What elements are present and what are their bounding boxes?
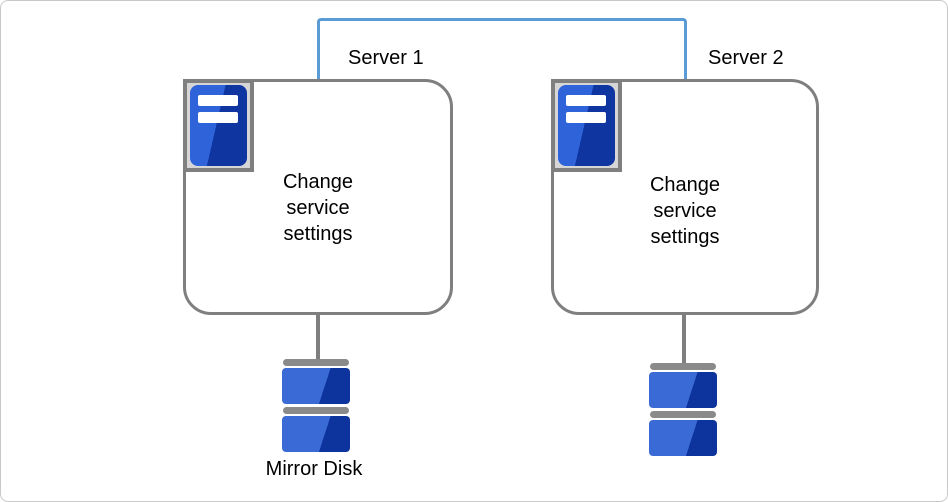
server-tower-glyph bbox=[190, 85, 247, 166]
disk-platter bbox=[649, 420, 717, 456]
disk-stack-icon bbox=[649, 363, 717, 457]
server-tower-icon bbox=[183, 79, 254, 172]
disk-cap-bar bbox=[283, 359, 349, 366]
server-slot-bar bbox=[198, 95, 238, 106]
server-tower-icon bbox=[551, 79, 622, 172]
server2-label: Server 2 bbox=[708, 47, 784, 69]
server2-box: Change service settings bbox=[551, 79, 819, 315]
server-tower-glyph bbox=[558, 85, 615, 166]
disk-platter bbox=[649, 372, 717, 408]
server1-disk-connector-line bbox=[316, 313, 320, 361]
mirror-disk-label: Mirror Disk bbox=[265, 458, 363, 480]
network-connector-line bbox=[317, 18, 687, 79]
server-slot-bar bbox=[566, 112, 606, 123]
server-slot-bar bbox=[198, 112, 238, 123]
disk-platter bbox=[282, 416, 350, 452]
disk-cap-bar bbox=[650, 363, 716, 370]
disk-platter bbox=[282, 368, 350, 404]
server1-label: Server 1 bbox=[348, 47, 424, 69]
disk-stack-icon bbox=[282, 359, 350, 453]
server-slot-bar bbox=[566, 95, 606, 106]
server2-body-text: Change service settings bbox=[649, 174, 721, 248]
server1-body-text: Change service settings bbox=[282, 171, 354, 245]
server2-disk-connector-line bbox=[682, 313, 686, 365]
disk-cap-bar bbox=[650, 411, 716, 418]
disk-cap-bar bbox=[283, 407, 349, 414]
